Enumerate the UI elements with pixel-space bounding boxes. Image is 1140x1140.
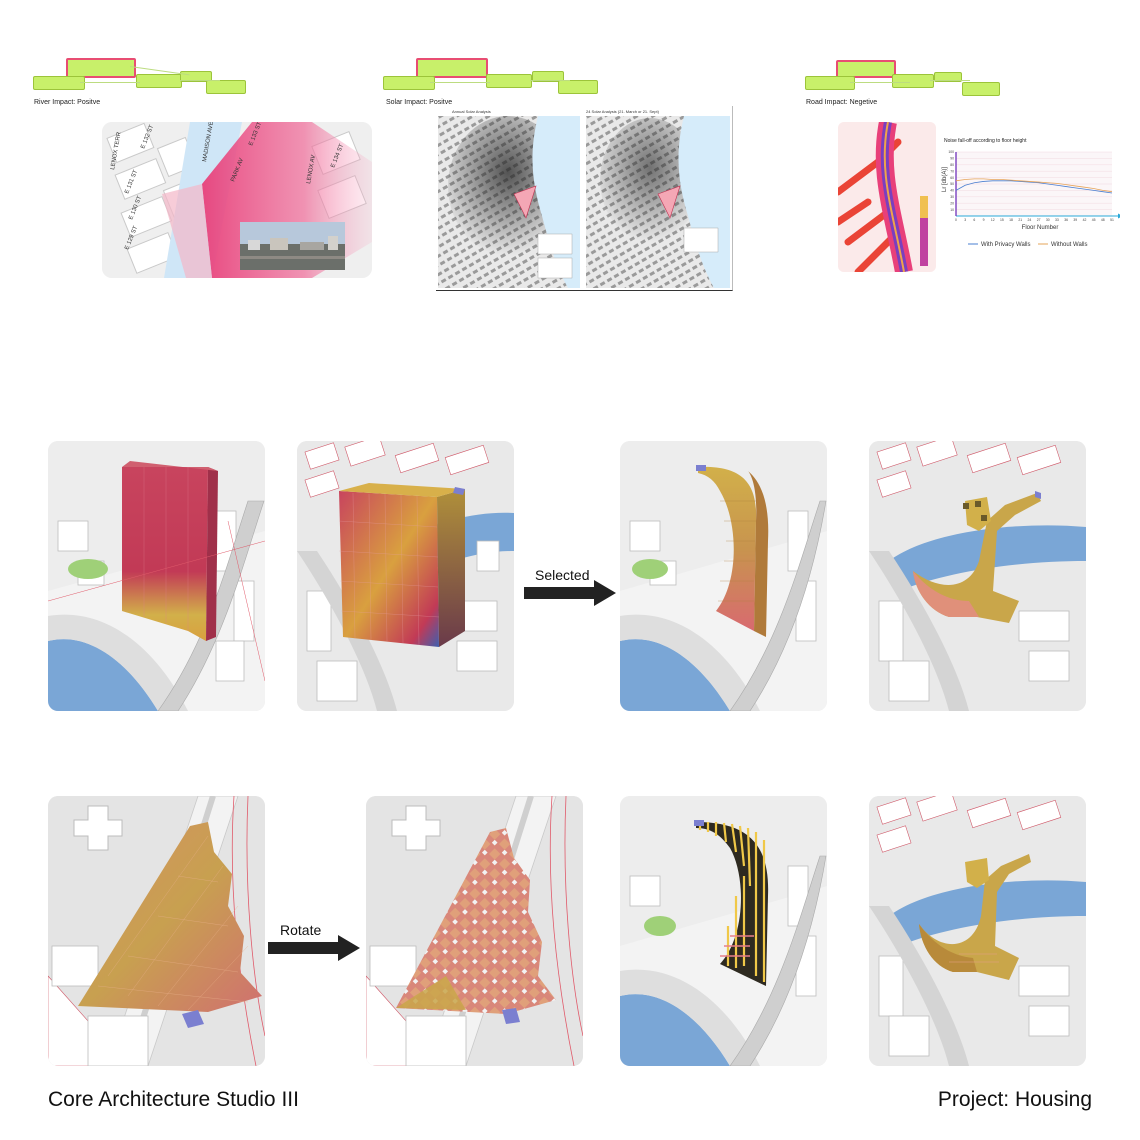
impact-caption: River Impact: Positve <box>34 99 101 106</box>
x-tick-label: 12 <box>991 218 995 222</box>
x-tick-label: 6 <box>973 218 975 222</box>
plan-view-grid <box>48 796 265 1066</box>
node-wire <box>850 82 910 83</box>
y-tick-label: 30 <box>950 195 954 199</box>
plan-view-rotated <box>366 796 583 1066</box>
solar-analysis-sheet: Annual Solar Analysis 24 Solar Analysis … <box>436 106 733 291</box>
series-line-1 <box>955 178 1113 193</box>
script-node[interactable] <box>486 74 532 88</box>
x-tick-label: 51 <box>1110 218 1114 222</box>
legend-entry: Without Walls <box>1051 242 1087 248</box>
y-tick-label: 80 <box>950 163 954 167</box>
script-node[interactable] <box>33 76 85 90</box>
rotate-arrow-icon <box>268 935 360 961</box>
impact-caption: Solar Impact: Positve <box>386 99 453 106</box>
script-node[interactable] <box>805 76 855 90</box>
node-wire <box>930 80 970 81</box>
impact-caption: Road Impact: Negetive <box>806 99 878 106</box>
script-node[interactable] <box>892 74 934 88</box>
script-node[interactable] <box>66 58 136 78</box>
node-wire <box>530 80 570 81</box>
y-tick-label: 10 <box>950 208 954 212</box>
massing-view-selected <box>620 441 827 711</box>
x-tick-label: 24 <box>1028 218 1032 222</box>
x-tick-label: 15 <box>1000 218 1004 222</box>
road-noise-map <box>838 122 936 272</box>
solar-maps <box>438 116 730 288</box>
x-tick-label: 3 <box>964 218 966 222</box>
legend-entry: With Privacy Walls <box>981 242 1030 248</box>
y-axis-label: Lr [db(A)] <box>942 167 948 192</box>
x-tick-label: 18 <box>1009 218 1013 222</box>
script-node[interactable] <box>836 60 896 78</box>
project-title: Project: Housing <box>937 1088 1092 1111</box>
script-node[interactable] <box>383 76 435 90</box>
node-wire <box>80 82 140 83</box>
script-node[interactable] <box>558 80 598 94</box>
selected-arrow-icon <box>524 580 616 606</box>
map-title: Annual Solar Analysis <box>452 109 491 114</box>
course-title: Core Architecture Studio III <box>48 1088 299 1111</box>
y-tick-label: 20 <box>950 201 954 205</box>
x-tick-label: 27 <box>1037 218 1041 222</box>
map-title: 24 Solar Analysis (21. March or 21. Sept… <box>586 109 659 114</box>
massing-view-fins <box>620 796 827 1066</box>
script-node[interactable] <box>180 71 212 82</box>
chart-title: Noise fall-off according to floor height <box>944 138 1027 144</box>
x-tick-label: 30 <box>1046 218 1050 222</box>
x-tick-label: 39 <box>1073 218 1077 222</box>
massing-view-final <box>869 796 1086 1066</box>
y-tick-label: 90 <box>950 157 954 161</box>
x-tick-label: 0 <box>955 218 957 222</box>
site-photo <box>240 222 345 270</box>
x-tick-label: 48 <box>1101 218 1105 222</box>
y-tick-label: 100 <box>948 150 954 154</box>
x-tick-label: 21 <box>1018 218 1022 222</box>
x-tick-label: 9 <box>983 218 985 222</box>
y-tick-label: 40 <box>950 189 954 193</box>
rotate-label: Rotate <box>280 922 322 938</box>
x-tick-label: 33 <box>1055 218 1059 222</box>
x-axis-label: Floor Number <box>1022 225 1059 231</box>
x-tick-label: 36 <box>1064 218 1068 222</box>
river-impact-map: E 132 ST E 131 ST E 130 ST E 129 ST LENO… <box>102 122 372 278</box>
script-node[interactable] <box>532 71 564 82</box>
x-axis-arrow-icon <box>1118 213 1120 219</box>
chart-legend: With Privacy Walls Without Walls <box>968 242 1087 248</box>
script-node[interactable] <box>962 82 1000 96</box>
y-tick-label: 60 <box>950 176 954 180</box>
node-wire <box>430 82 490 83</box>
y-tick-label: 70 <box>950 169 954 173</box>
script-node[interactable] <box>136 74 182 88</box>
street-label: LENOX AV <box>306 154 317 184</box>
script-node[interactable] <box>206 80 246 94</box>
x-tick-label: 42 <box>1083 218 1087 222</box>
massing-view-initial <box>48 441 265 711</box>
script-node[interactable] <box>934 72 962 82</box>
selected-label: Selected <box>535 567 590 583</box>
y-tick-label: 50 <box>950 182 954 186</box>
x-tick-label: 45 <box>1092 218 1096 222</box>
node-wire <box>180 80 220 81</box>
massing-view-solar <box>297 441 514 711</box>
series-line-0 <box>955 180 1113 194</box>
noise-falloff-chart: Noise fall-off according to floor height… <box>940 138 1120 252</box>
script-node[interactable] <box>416 58 488 78</box>
massing-view-sculpted <box>869 441 1086 711</box>
